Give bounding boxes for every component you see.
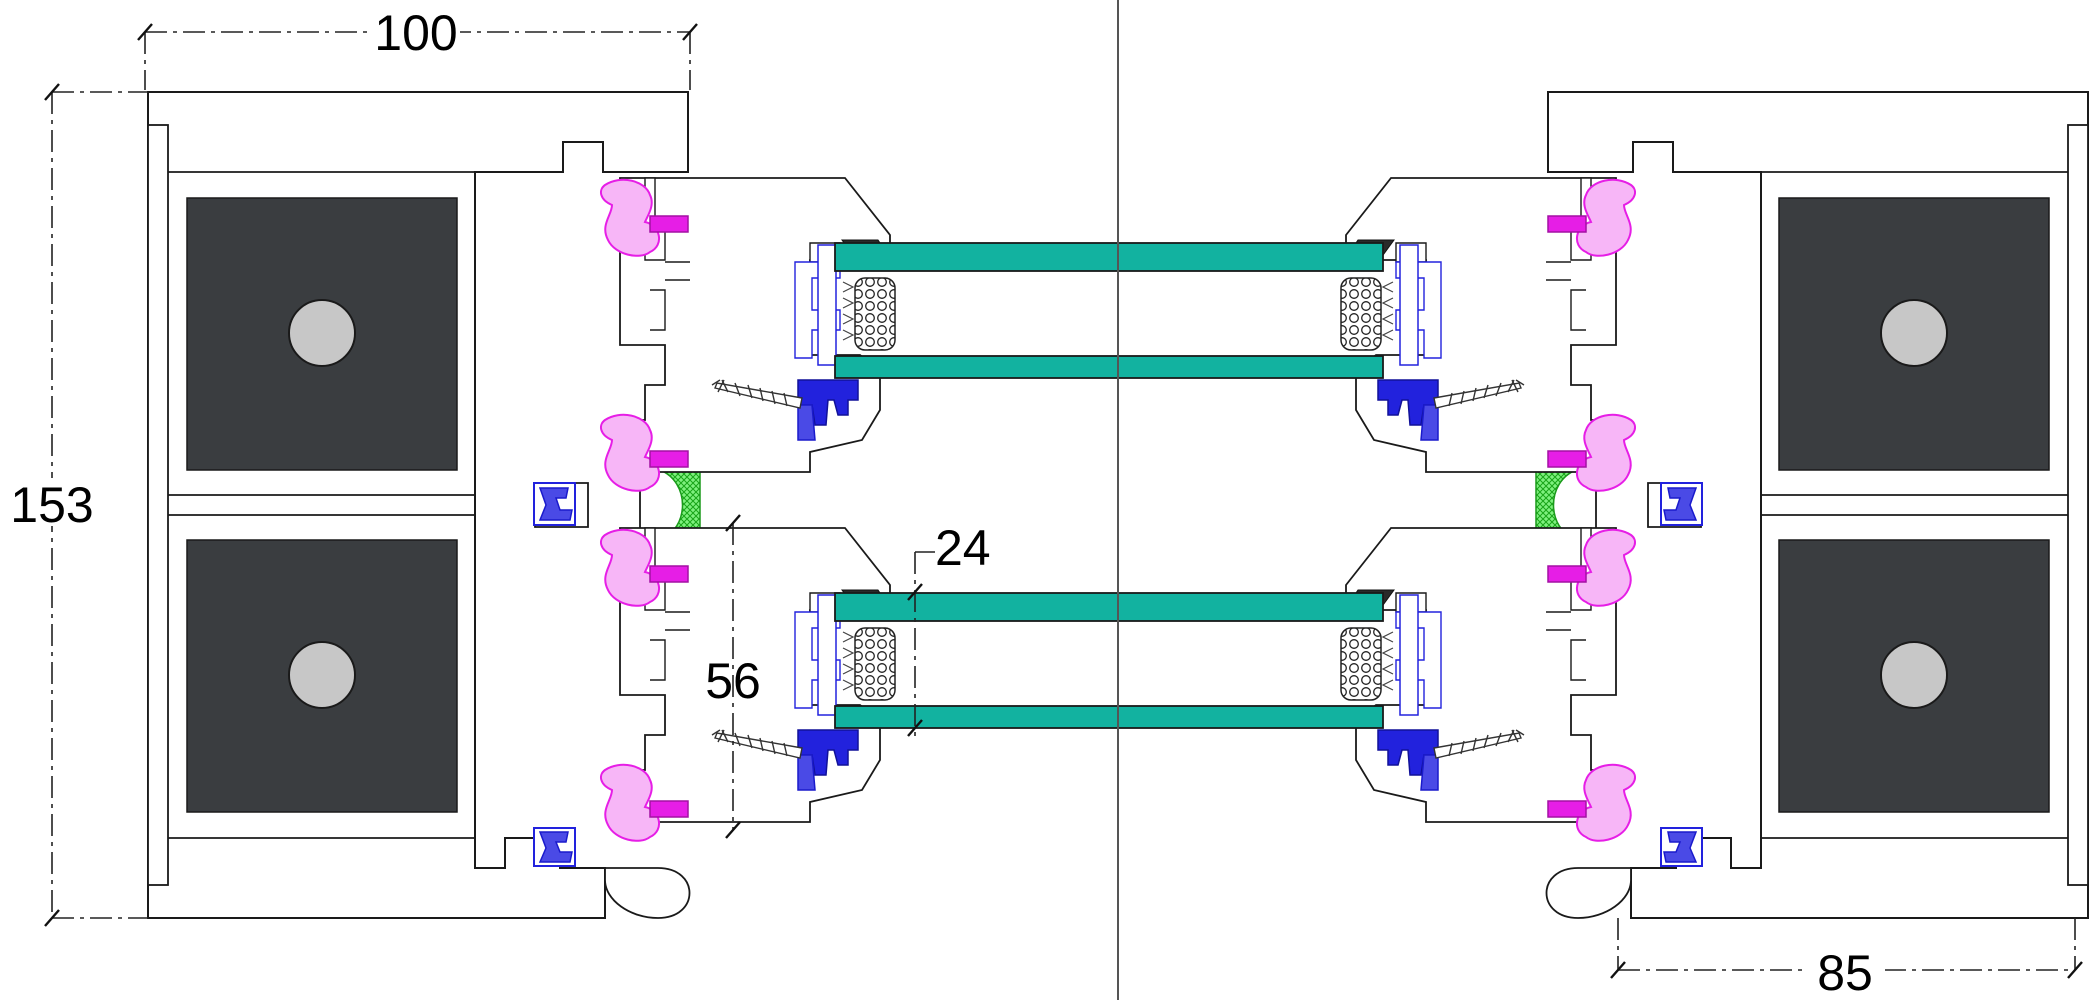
dim-label-left-height: 153 <box>10 477 93 533</box>
glass-pane-lower-inner <box>834 705 1384 729</box>
dimension-ticks <box>44 23 2083 979</box>
glass-pane-lower-outer <box>834 592 1384 622</box>
dim-label-sash-depth: 56 <box>705 653 761 709</box>
dim-label-bottom-right-width: 85 <box>1817 945 1873 1000</box>
glass-pane-upper-inner <box>834 355 1384 379</box>
dim-label-top-width: 100 <box>374 5 457 61</box>
glass-panes <box>834 242 1384 729</box>
glass-pane-upper-outer <box>834 242 1384 272</box>
dimension-labels: 100 153 56 24 85 <box>8 5 1885 1001</box>
dim-label-glass-gap: 24 <box>935 520 991 576</box>
left-frame-section <box>148 92 895 918</box>
right-frame-section <box>1341 92 2088 918</box>
